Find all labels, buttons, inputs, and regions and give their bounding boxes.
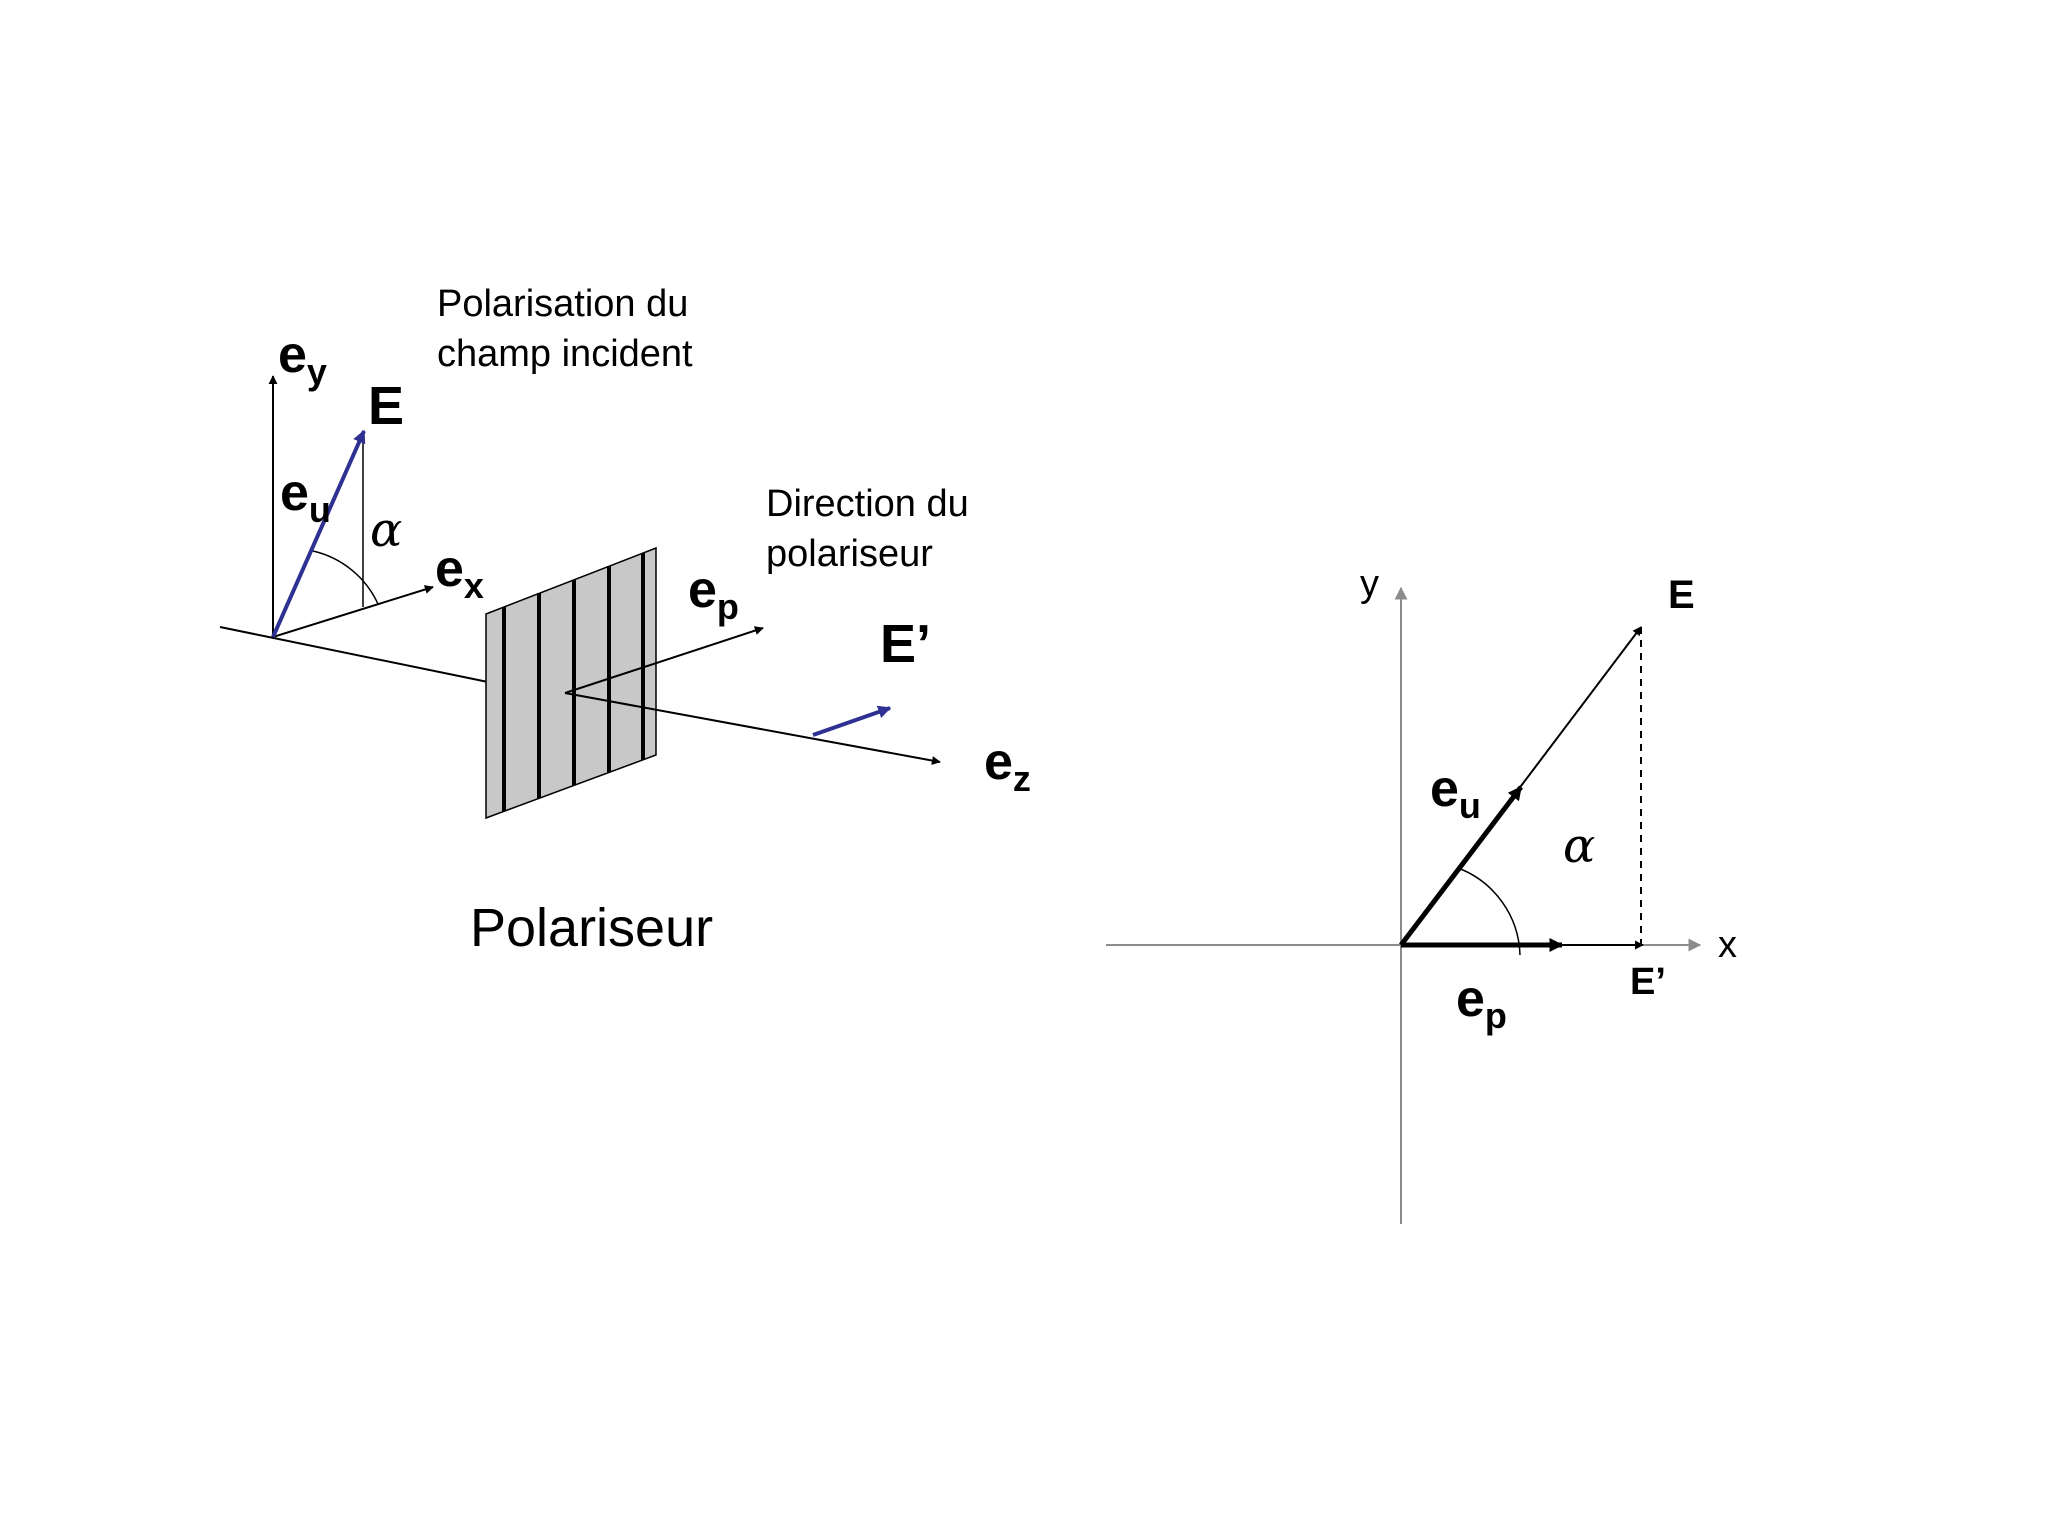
incident-annotation-line1: Polarisation du [437, 283, 688, 325]
alpha-label: α [370, 502, 402, 558]
ep-label-sub: p [717, 586, 739, 627]
ey-label-base: e [278, 326, 307, 384]
e-field-label-right: E [1668, 573, 1695, 617]
ex-label: ex [435, 540, 484, 606]
left-figure: Polarisation du champ incident ey E eu α… [220, 283, 1031, 958]
ep-label-right-base: e [1456, 970, 1485, 1028]
direction-annotation-line1: Direction du [766, 483, 969, 525]
eu-label-sub: u [309, 489, 331, 530]
ex-axis-arrow [273, 587, 433, 637]
z-axis-back-line [220, 627, 488, 682]
eu-label-base: e [280, 464, 309, 522]
eu-label: eu [280, 464, 331, 530]
ex-label-sub: x [464, 565, 484, 606]
alpha-angle-arc-right [1458, 868, 1520, 955]
ez-label-base: e [984, 733, 1013, 791]
ez-label: ez [984, 733, 1031, 799]
polarizer-caption: Polariseur [470, 898, 713, 958]
eu-label-right-base: e [1430, 760, 1459, 818]
e-prime-label-right: E’ [1630, 961, 1666, 1003]
ep-label-base: e [688, 561, 717, 619]
ep-label: ep [688, 561, 739, 627]
y-axis-label: y [1360, 563, 1379, 605]
right-figure: y x E eu α E’ ep [1106, 563, 1737, 1224]
ex-label-base: e [435, 540, 464, 598]
ez-label-sub: z [1013, 758, 1031, 799]
ey-label-sub: y [307, 351, 327, 392]
direction-annotation-line2: polariseur [766, 533, 933, 575]
eu-label-right: eu [1430, 760, 1481, 826]
ep-label-right-sub: p [1485, 995, 1507, 1036]
e-field-vector [273, 431, 364, 637]
incident-annotation-line2: champ incident [437, 333, 693, 375]
alpha-label-right: α [1563, 818, 1595, 874]
e-prime-label: E’ [880, 614, 931, 674]
e-prime-vector [813, 708, 890, 735]
alpha-angle-arc [313, 551, 378, 604]
ey-label: ey [278, 326, 327, 392]
x-axis-label: x [1718, 924, 1737, 966]
ep-label-right: ep [1456, 970, 1507, 1036]
polarizer-plate [486, 548, 656, 818]
e-field-label: E [368, 376, 404, 436]
eu-label-right-sub: u [1459, 785, 1481, 826]
